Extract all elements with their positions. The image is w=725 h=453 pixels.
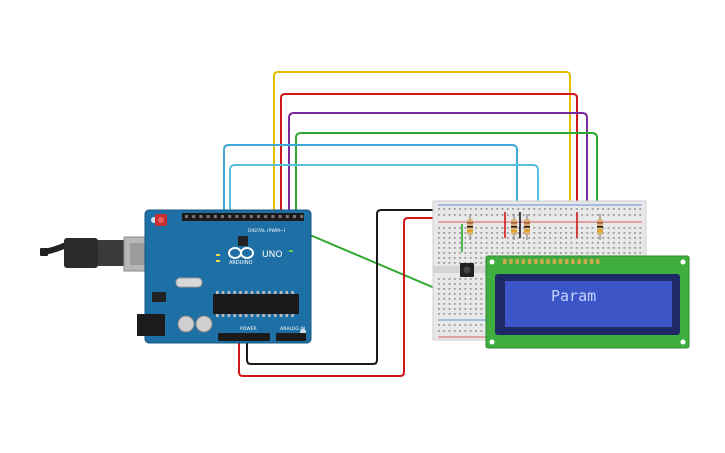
wire-red-top[interactable] bbox=[280, 93, 578, 232]
resistor[interactable] bbox=[597, 214, 603, 240]
dc-power-jack bbox=[137, 314, 165, 336]
arduino-model-text: UNO bbox=[262, 250, 282, 260]
arduino-brand-text: ARDUINO bbox=[229, 260, 253, 266]
usb-cable[interactable] bbox=[40, 236, 165, 272]
arduino-logo bbox=[228, 247, 254, 259]
atmega-chip bbox=[213, 294, 299, 314]
wire-cyan-1[interactable] bbox=[223, 144, 518, 232]
wires bbox=[223, 71, 598, 377]
breadboard-jumpers bbox=[461, 212, 578, 252]
resistor[interactable] bbox=[524, 214, 530, 240]
resistor[interactable] bbox=[511, 214, 517, 240]
wire-purple[interactable] bbox=[288, 112, 588, 232]
pushbutton[interactable] bbox=[460, 263, 474, 277]
wire-cyan-2[interactable] bbox=[229, 164, 539, 232]
lcd-display-text: Param bbox=[551, 287, 596, 305]
wire-green-top[interactable] bbox=[295, 132, 598, 232]
lcd-module[interactable]: Param bbox=[485, 255, 690, 349]
resistors bbox=[467, 214, 603, 240]
wire-yellow[interactable] bbox=[273, 71, 571, 232]
wire-black[interactable] bbox=[246, 209, 440, 365]
wire-red-bottom[interactable] bbox=[238, 217, 440, 377]
arduino-uno-board[interactable]: ARDUINO UNO DIGITAL (PWM~) POWER ANALOG … bbox=[137, 209, 312, 344]
analog-header-label: ANALOG IN bbox=[280, 326, 305, 332]
digital-header-label: DIGITAL (PWM~) bbox=[248, 228, 286, 234]
power-header-label: POWER bbox=[240, 326, 257, 332]
lcd-screen bbox=[505, 281, 672, 327]
resistor[interactable] bbox=[467, 214, 473, 240]
